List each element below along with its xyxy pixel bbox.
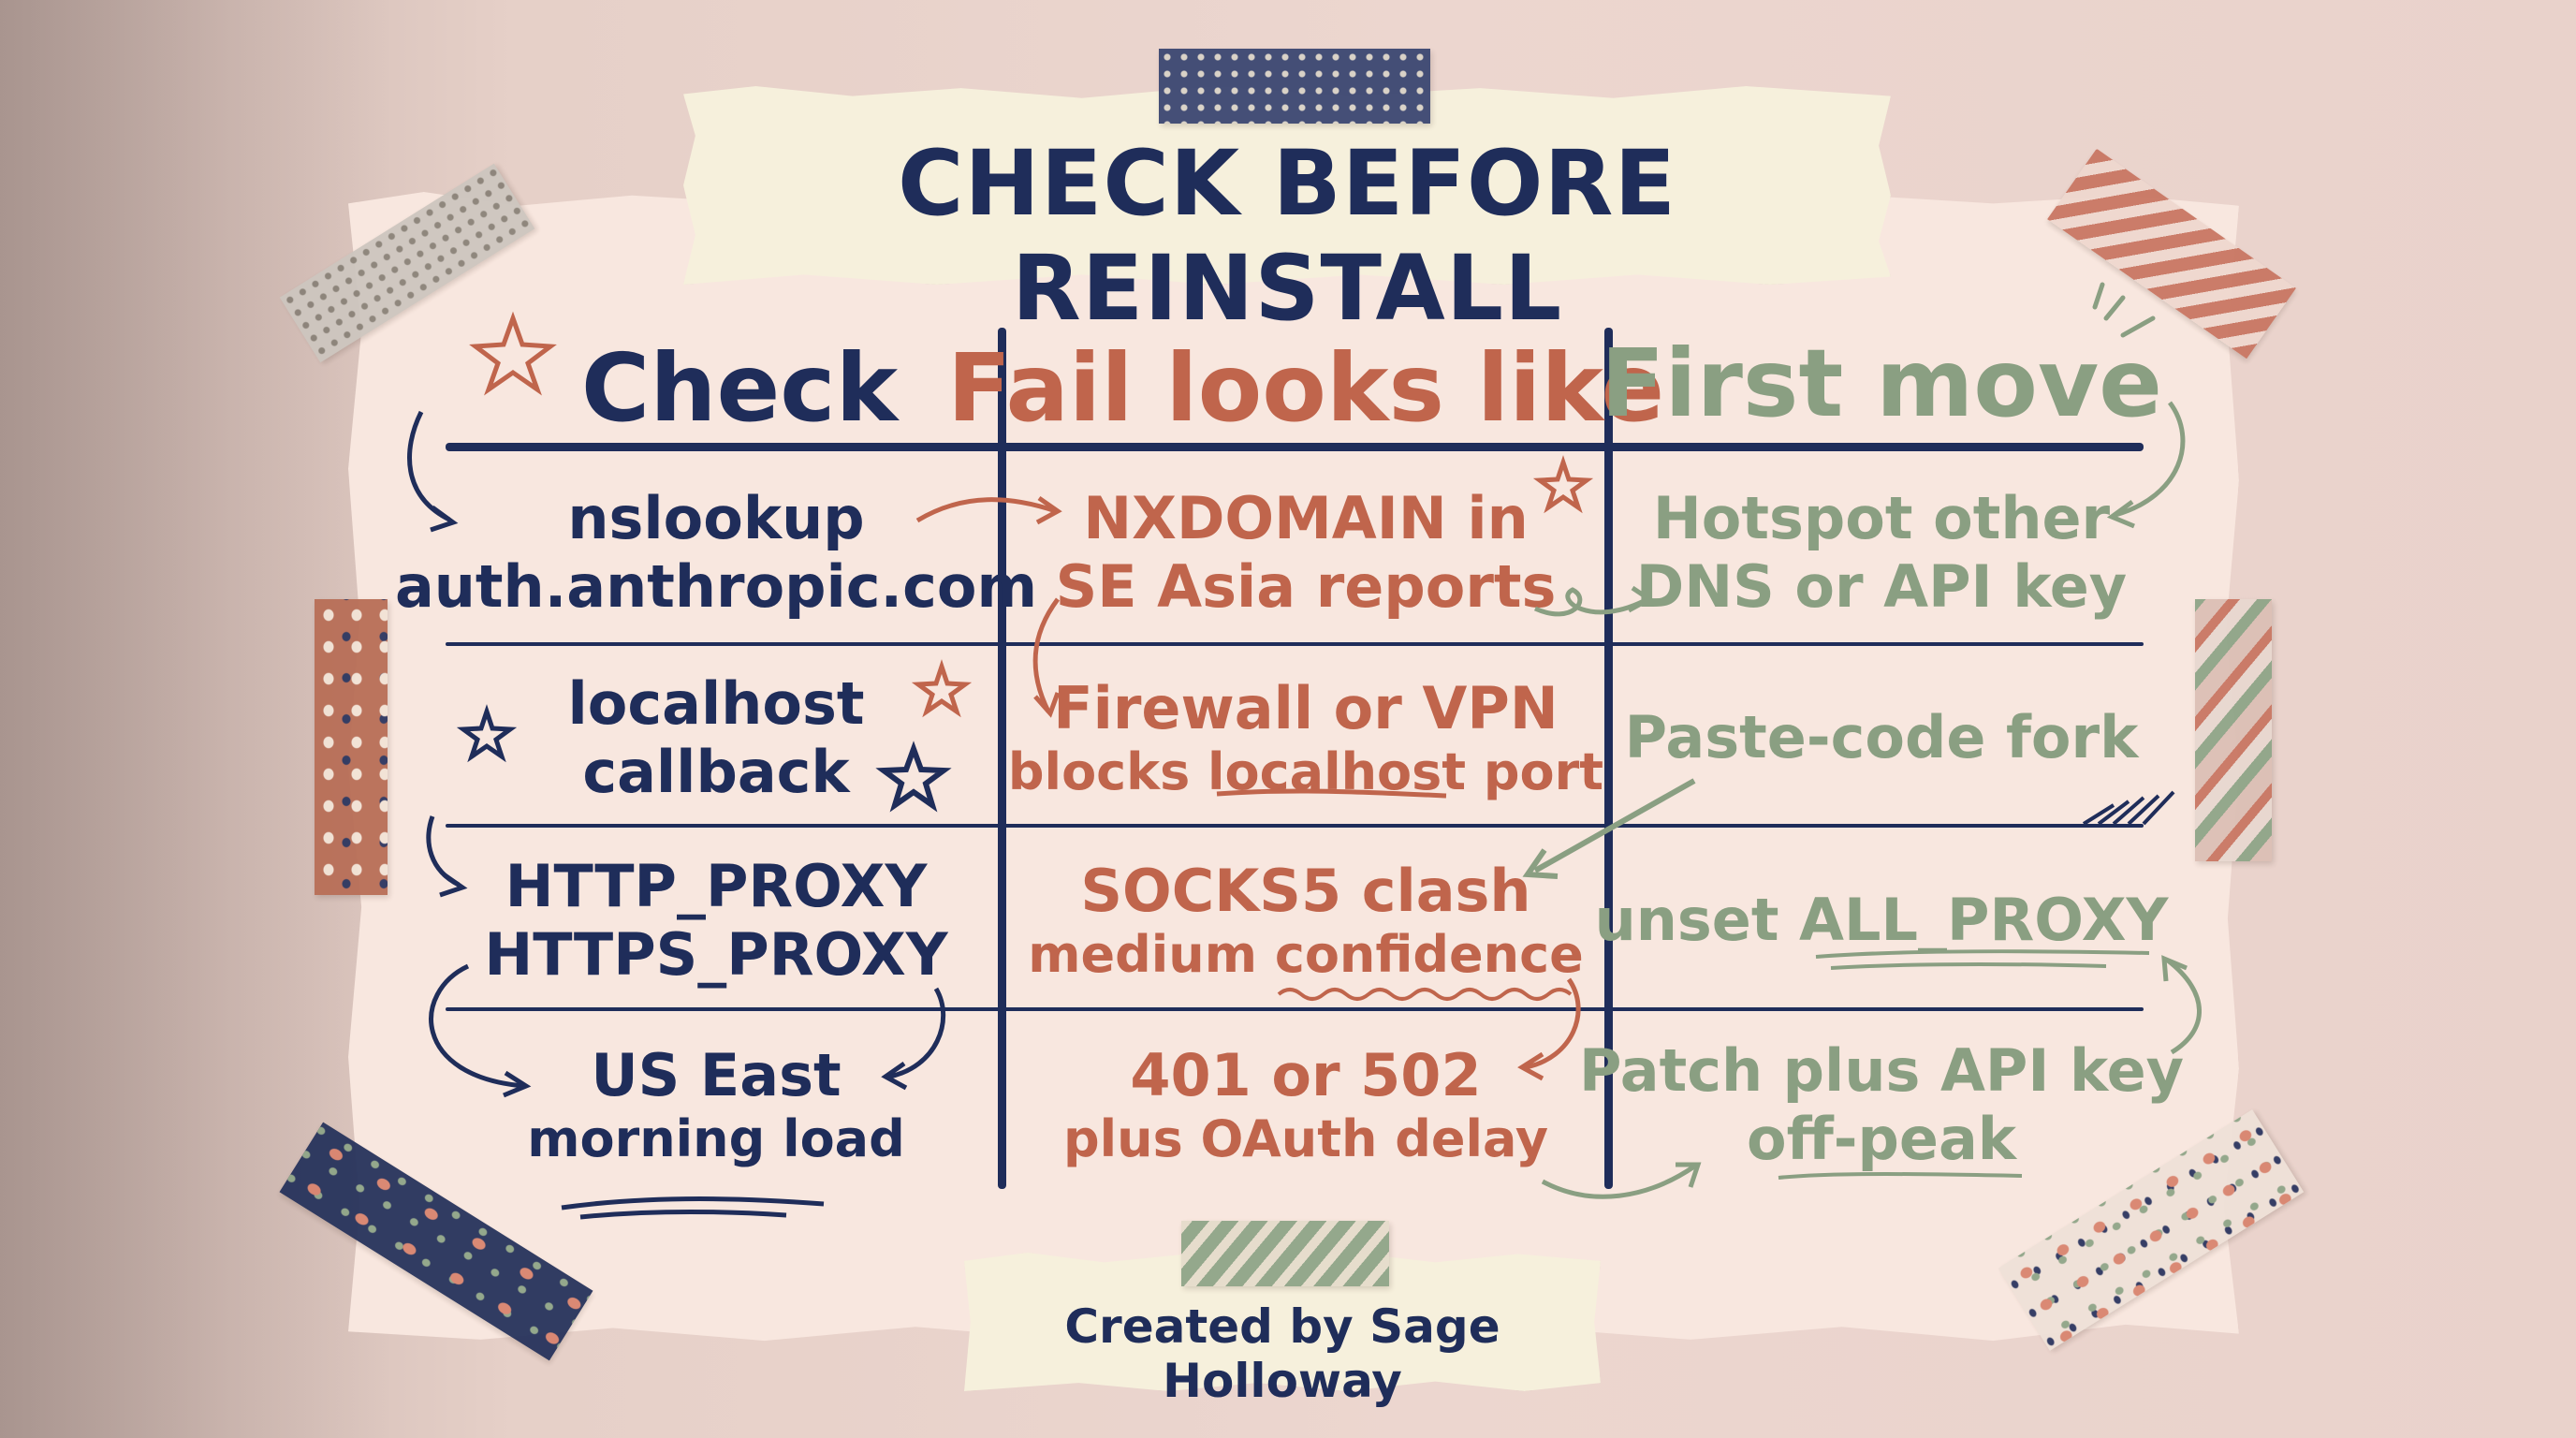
credit-text: Created by Sage Holloway — [1064, 1299, 1500, 1408]
sparkle-lines — [2092, 282, 2156, 338]
row4-move-line1: Patch plus API key — [1578, 1035, 2185, 1105]
tape-green-stripes — [1181, 1221, 1389, 1286]
header-divider — [446, 443, 2144, 451]
row-divider-3 — [446, 1007, 2144, 1011]
header-move: First move — [1601, 328, 2162, 440]
tape-floral-left — [315, 599, 388, 895]
row1-fail: NXDOMAIN in SE Asia reports — [1011, 468, 1601, 637]
row2-move: Paste-code fork — [1619, 655, 2144, 820]
loop-arrow-icon — [1533, 587, 1649, 617]
curved-arrow-icon — [888, 987, 946, 1079]
hatch-marks — [2082, 790, 2175, 826]
curved-arrow-icon — [915, 497, 1057, 523]
row-divider-1 — [446, 642, 2144, 646]
star-icon — [1532, 455, 1594, 514]
header-move-label: First move — [1601, 329, 2162, 438]
row1-check: nslookup auth.anthropic.com — [395, 468, 1037, 637]
star-icon — [875, 741, 952, 813]
row4-fail: 401 or 502 plus OAuth delay — [1011, 1020, 1601, 1189]
column-divider-2 — [1604, 328, 1613, 1189]
curved-arrow-icon — [2166, 959, 2202, 1055]
paper-card — [348, 192, 2239, 1343]
header-fail: Fail looks like — [947, 332, 1664, 445]
row4-move-line2: off-peak — [1746, 1105, 2017, 1173]
row3-fail-line2: medium confidence — [1028, 924, 1584, 984]
straight-arrow-icon — [1533, 778, 1696, 873]
header-fail-label: Fail looks like — [947, 333, 1665, 443]
row1-fail-line1: NXDOMAIN in — [1083, 483, 1529, 552]
star-icon — [469, 311, 557, 396]
row1-move-line2: DNS or API key — [1635, 552, 2128, 621]
tape-navy-dots — [1159, 49, 1430, 124]
row2-check: localhost callback — [440, 655, 992, 820]
row4-check-line1: US East — [591, 1040, 842, 1109]
row4-move: Patch plus API key off-peak — [1579, 1020, 2184, 1189]
page-title: CHECK BEFORE REINSTALL — [897, 131, 1677, 341]
row3-check-line1: HTTP_PROXY — [505, 851, 928, 920]
row3-check: HTTP_PROXY HTTPS_PROXY — [440, 837, 992, 1004]
curved-arrow-icon — [1525, 977, 1581, 1070]
row1-fail-line2: SE Asia reports — [1055, 552, 1557, 621]
header-check: Check — [487, 332, 992, 445]
row1-move-line1: Hotspot other — [1652, 483, 2111, 552]
header-check-label: Check — [580, 333, 899, 443]
row2-check-line1: localhost — [567, 668, 865, 738]
underline-localhost — [1216, 788, 1447, 799]
row4-check-line2: morning load — [527, 1108, 905, 1168]
row4-fail-line1: 401 or 502 — [1130, 1040, 1482, 1109]
star-icon — [911, 659, 973, 718]
curved-arrow-icon — [1541, 1164, 1696, 1199]
row2-fail-line1: Firewall or VPN — [1053, 673, 1559, 742]
row3-fail-line1: SOCKS5 clash — [1080, 856, 1531, 925]
row2-move-line1: Paste-code fork — [1624, 703, 2139, 772]
row3-fail: SOCKS5 clash medium confidence — [1011, 837, 1601, 1004]
row3-move: unset ALL_PROXY — [1595, 837, 2169, 1004]
curved-arrow-icon — [407, 410, 451, 522]
curved-arrow-icon — [2115, 401, 2186, 518]
row1-check-line2: auth.anthropic.com — [394, 552, 1038, 621]
row1-check-line1: nslookup — [567, 483, 865, 552]
row3-check-line2: HTTPS_PROXY — [484, 920, 948, 989]
column-divider-1 — [998, 328, 1006, 1189]
underline-all-proxy — [1815, 949, 2150, 970]
row1-move: Hotspot other DNS or API key — [1619, 468, 2144, 637]
curved-arrow-icon — [1032, 597, 1061, 713]
star-icon — [456, 704, 518, 763]
tape-stripes-right — [2195, 599, 2272, 861]
curved-arrow-icon — [429, 963, 525, 1089]
wavy-underline — [1277, 988, 1573, 1001]
curved-arrow-icon — [426, 815, 461, 888]
row3-move-line1: unset ALL_PROXY — [1594, 886, 2169, 955]
underline-off-peak — [1778, 1172, 2023, 1180]
row2-check-line2: callback — [582, 738, 850, 806]
row4-fail-line2: plus OAuth delay — [1062, 1108, 1549, 1168]
row-divider-2 — [446, 824, 2144, 828]
scribble-underline — [561, 1196, 825, 1220]
row4-check: US East morning load — [440, 1020, 992, 1189]
